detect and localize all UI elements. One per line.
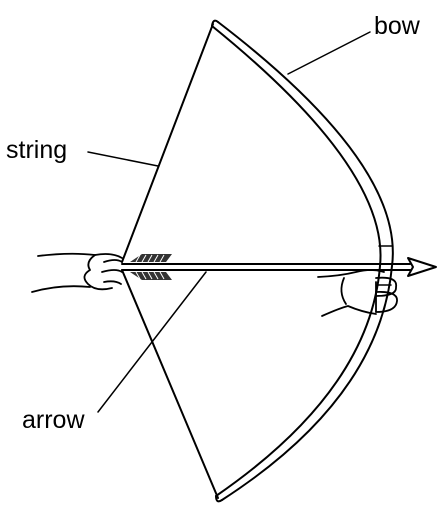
string-lower — [122, 270, 218, 498]
arrow — [122, 254, 436, 280]
bow-label: bow — [374, 12, 421, 40]
arrow-leader-line — [98, 272, 206, 412]
string-leader-line — [88, 152, 158, 166]
string-upper — [122, 24, 213, 262]
bow — [212, 21, 393, 502]
bow-inner-edge — [212, 26, 381, 496]
arrow-label: arrow — [22, 406, 85, 434]
bow-leader-line — [288, 32, 370, 74]
bow-outer-edge — [218, 22, 393, 500]
arrowhead — [408, 258, 436, 276]
right-hand — [318, 270, 397, 316]
string-label: string — [6, 136, 67, 164]
left-hand — [32, 254, 122, 292]
